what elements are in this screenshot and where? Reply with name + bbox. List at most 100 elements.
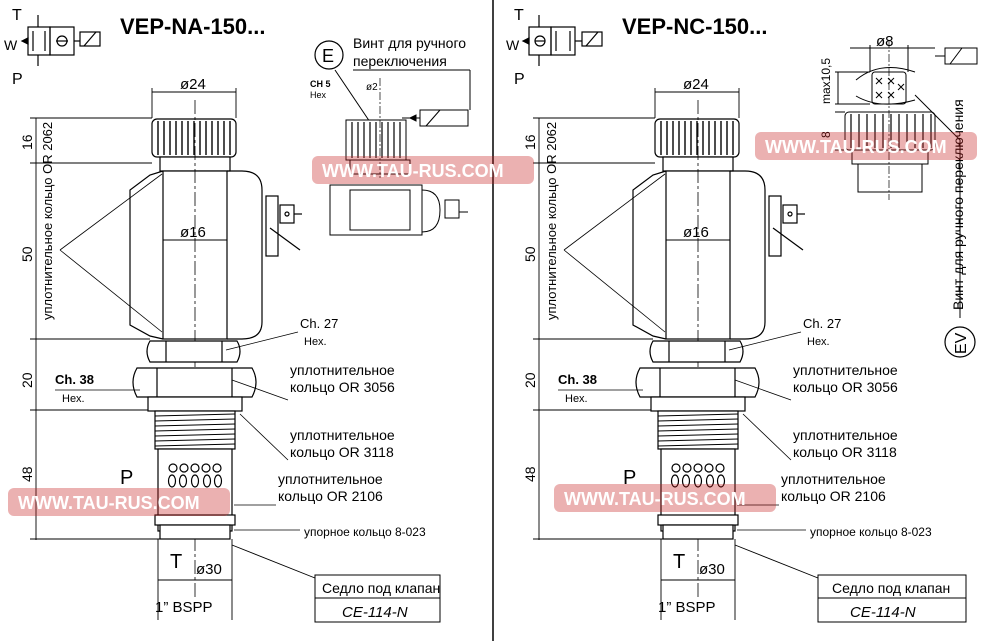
right-valve-drawing: T W P VEP-NC-150... ø24 ø16 16 50 20 48 …: [506, 7, 978, 623]
watermark-2: WWW.TAU-RUS.COM: [755, 132, 977, 160]
right-dia-top: ø24: [683, 76, 709, 93]
right-detail-ev-view: [835, 40, 978, 318]
left-dim-20: 20: [19, 372, 35, 388]
right-seal-3118-l2: кольцо OR 3118: [793, 444, 897, 460]
right-port-p: P: [514, 71, 525, 88]
left-seal-3056-l2: кольцо OR 3056: [290, 379, 395, 395]
left-ch38: Ch. 38: [55, 372, 94, 387]
watermark-4: WWW.TAU-RUS.COM: [554, 484, 776, 512]
left-dim-24: [151, 88, 237, 118]
left-screw-l2: переключения: [353, 53, 447, 69]
svg-text:WWW.TAU-RUS.COM: WWW.TAU-RUS.COM: [322, 161, 504, 181]
watermarks: WWW.TAU-RUS.COM WWW.TAU-RUS.COM WWW.TAU-…: [8, 132, 977, 516]
left-hydraulic-symbol: [20, 15, 101, 66]
watermark-1: WWW.TAU-RUS.COM: [312, 156, 534, 184]
right-ch38: Ch. 38: [558, 372, 597, 387]
svg-text:WWW.TAU-RUS.COM: WWW.TAU-RUS.COM: [564, 489, 746, 509]
left-model-title: VEP-NA-150...: [120, 14, 266, 39]
svg-text:WWW.TAU-RUS.COM: WWW.TAU-RUS.COM: [18, 493, 200, 513]
right-dim-24: [654, 88, 740, 118]
right-hydraulic-symbol: [521, 15, 603, 66]
right-label-t: T: [673, 551, 685, 573]
right-seal-2062-leader: [563, 173, 666, 333]
left-seat-box: [314, 574, 441, 623]
left-dim-16: 16: [19, 134, 35, 150]
right-valve-body: [632, 99, 806, 601]
left-dia-top: ø24: [180, 76, 206, 93]
right-seal-3118-l1: уплотнительное: [793, 427, 898, 443]
left-ch5: CH 5: [310, 79, 331, 89]
left-ch27-hex: Hex.: [304, 336, 327, 348]
right-seat-label: Седло под клапан: [832, 580, 950, 596]
left-ch5-hex: Hex: [310, 90, 327, 100]
left-valve-body: [129, 99, 303, 601]
left-seal-2106-l2: кольцо OR 2106: [278, 488, 383, 504]
right-ch27: Ch. 27: [803, 316, 841, 331]
left-seal-2106-l1: уплотнительное: [278, 471, 383, 487]
left-dia-mid: ø16: [180, 224, 206, 241]
left-dim-50: 50: [19, 246, 35, 262]
left-seat-label: Седло под клапан: [322, 580, 440, 596]
left-dia-2: ø2: [366, 82, 378, 93]
left-ch38-hex: Hex.: [62, 393, 85, 405]
left-ch27-leader: [225, 331, 299, 351]
right-seal-3056-l1: уплотнительное: [793, 362, 898, 378]
right-dim-20: 20: [522, 372, 538, 388]
left-seal-2062-leader: [59, 173, 163, 333]
right-dia-30: ø30: [699, 561, 725, 578]
right-seal-2062: уплотнительное кольцо OR 2062: [544, 122, 559, 320]
right-dia-8: ø8: [876, 33, 894, 50]
right-stop-ring: упорное кольцо 8-023: [810, 525, 932, 539]
left-vertical-dims: [30, 117, 160, 540]
left-seat-code: CE-114-N: [342, 604, 408, 621]
right-ch38-hex: Hex.: [565, 393, 588, 405]
right-dia-mid: ø16: [683, 224, 709, 241]
right-dim-8: 8: [819, 131, 833, 138]
right-dim-16: 16: [522, 134, 538, 150]
right-port-w: W: [506, 37, 520, 53]
right-ch27-leader: [728, 331, 802, 351]
left-stop-ring: упорное кольцо 8-023: [304, 525, 426, 539]
left-valve-drawing: T W P VEP-NA-150... ø24 ø16 16 50 20 48 …: [4, 7, 471, 623]
right-seal-2106-l1: уплотнительное: [781, 471, 886, 487]
right-label-p: P: [623, 467, 636, 489]
left-port-t: T: [12, 7, 22, 24]
left-detail-e: E: [322, 46, 334, 66]
left-ch27: Ch. 27: [300, 316, 338, 331]
left-dim-48: 48: [19, 466, 35, 482]
right-detail-ev: EV: [953, 332, 970, 354]
left-thread: 1” BSPP: [155, 599, 213, 616]
right-screw-vertical: Винт для ручного переключения: [950, 99, 966, 310]
left-seal-2062: уплотнительное кольцо OR 2062: [40, 122, 55, 320]
left-detail-e-view: [329, 69, 471, 236]
right-dim-50: 50: [522, 246, 538, 262]
right-seal-leaders: [734, 379, 806, 531]
left-seal-leaders: [231, 379, 300, 531]
left-detail-e-circle: [314, 40, 344, 70]
left-port-p: P: [12, 71, 23, 88]
right-seal-2106-l2: кольцо OR 2106: [781, 488, 886, 504]
right-max-10-5: max10,5: [819, 58, 833, 104]
right-detail-ev-circle: [944, 326, 976, 358]
right-ch27-hex: Hex.: [807, 336, 830, 348]
right-dim-30-lines: [660, 539, 824, 620]
left-label-t: T: [170, 551, 182, 573]
left-dia-30: ø30: [196, 561, 222, 578]
right-seat-code: CE-114-N: [850, 604, 916, 621]
left-seal-3118-l2: кольцо OR 3118: [290, 444, 394, 460]
left-screw-l1: Винт для ручного: [353, 35, 466, 51]
left-port-w: W: [4, 37, 18, 53]
left-dim-30-lines: [157, 539, 321, 620]
left-seal-3056-l1: уплотнительное: [290, 362, 395, 378]
right-port-t: T: [514, 7, 524, 24]
watermark-3: WWW.TAU-RUS.COM: [8, 488, 230, 516]
right-vertical-dims: [533, 117, 663, 540]
right-seal-3056-l2: кольцо OR 3056: [793, 379, 898, 395]
left-label-p: P: [120, 467, 133, 489]
left-seal-3118-l1: уплотнительное: [290, 427, 395, 443]
right-model-title: VEP-NC-150...: [622, 14, 768, 39]
svg-text:WWW.TAU-RUS.COM: WWW.TAU-RUS.COM: [765, 137, 947, 157]
right-thread: 1” BSPP: [658, 599, 716, 616]
right-seat-box: [817, 574, 967, 623]
